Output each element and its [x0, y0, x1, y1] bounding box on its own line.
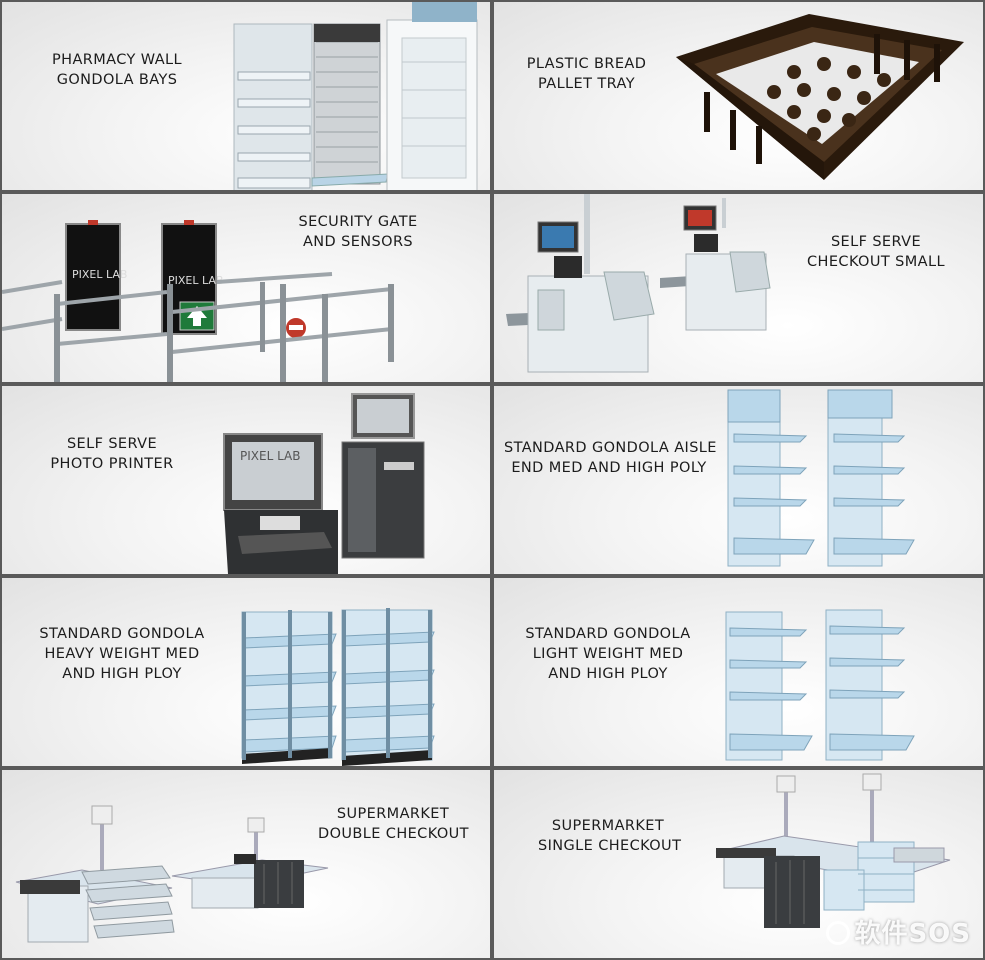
tile-label-line: STANDARD GONDOLA AISLE: [504, 440, 717, 456]
bread-tray-illustration: [676, 14, 964, 180]
gondola-heavy-illustration: [241, 608, 435, 766]
tile-single-checkout: SUPERMARKET SINGLE CHECKOUT 软件SOS: [494, 770, 983, 958]
tile-label-line: AND SENSORS: [302, 234, 414, 250]
tile-double-checkout: SUPERMARKET DOUBLE CHECKOUT: [2, 770, 490, 958]
tile-gondola-light: STANDARD GONDOLA LIGHT WEIGHT MED AND HI…: [494, 578, 983, 766]
tile-label-line: SELF SERVE: [830, 234, 922, 250]
double-checkout-illustration: [15, 805, 329, 943]
tile-label-line: PHARMACY WALL: [52, 52, 182, 68]
tile-gondola-aisle-end: STANDARD GONDOLA AISLE END MED AND HIGH …: [494, 386, 983, 574]
security-gate-illustration: PIXEL LAB PIXEL LAB: [2, 220, 394, 382]
printer-sign-text: PIXEL LAB: [240, 449, 300, 463]
watermark: 软件SOS: [826, 913, 971, 950]
tile-label-line: SECURITY GATE: [298, 214, 418, 230]
tile-label-line: PLASTIC BREAD: [526, 56, 647, 72]
tile-label-line: SUPERMARKET: [336, 806, 450, 822]
tile-label-line: SUPERMARKET: [551, 818, 665, 834]
tile-label: SUPERMARKET DOUBLE CHECKOUT: [318, 804, 469, 844]
tile-self-checkout-small: SELF SERVE CHECKOUT SMALL: [494, 194, 983, 382]
tile-label: PLASTIC BREAD PALLET TRAY: [514, 54, 659, 94]
watermark-text: 软件SOS: [854, 919, 971, 949]
tile-pharmacy-wall: PHARMACY WALL GONDOLA BAYS: [2, 2, 490, 190]
tile-label: PHARMACY WALL GONDOLA BAYS: [32, 50, 202, 90]
tile-label: SELF SERVE CHECKOUT SMALL: [806, 232, 946, 272]
tile-label: STANDARD GONDOLA HEAVY WEIGHT MED AND HI…: [32, 624, 212, 684]
single-checkout-illustration: [715, 773, 951, 928]
tile-label: SUPERMARKET SINGLE CHECKOUT: [538, 816, 682, 856]
tile-label-line: GONDOLA BAYS: [56, 72, 178, 88]
tile-label: STANDARD GONDOLA AISLE END MED AND HIGH …: [504, 438, 717, 478]
tile-label: STANDARD GONDOLA LIGHT WEIGHT MED AND HI…: [518, 624, 698, 684]
gondola-aisle-end-illustration: [727, 389, 915, 567]
tile-label-line: CHECKOUT SMALL: [807, 254, 945, 270]
tile-label-line: HEAVY WEIGHT MED: [44, 646, 200, 662]
tile-label-line: LIGHT WEIGHT MED: [532, 646, 684, 662]
tile-label-line: PHOTO PRINTER: [50, 456, 174, 472]
gondola-light-illustration: [725, 609, 915, 761]
tile-label-line: SELF SERVE: [66, 436, 158, 452]
tile-security-gate: PIXEL LAB PIXEL LAB SECURITY GATE: [2, 194, 490, 382]
tile-label: SECURITY GATE AND SENSORS: [288, 212, 428, 252]
tile-label-line: STANDARD GONDOLA: [39, 626, 205, 642]
pharmacy-wall-illustration: [233, 2, 478, 190]
tile-label-line: PALLET TRAY: [538, 76, 635, 92]
tile-label-line: END MED AND HIGH POLY: [511, 460, 707, 476]
photo-printer-illustration: PIXEL LAB: [223, 393, 425, 574]
tile-label-line: AND HIGH PLOY: [62, 666, 182, 682]
gate-sign-text: PIXEL LAB: [72, 268, 127, 281]
tile-label-line: SINGLE CHECKOUT: [538, 838, 682, 854]
tile-bread-tray: PLASTIC BREAD PALLET TRAY: [494, 2, 983, 190]
self-checkout-illustration: [506, 194, 771, 373]
watermark-ring-icon: [826, 921, 851, 945]
tile-label-line: AND HIGH PLOY: [548, 666, 668, 682]
tile-photo-printer: PIXEL LAB SELF SERVE PHOTO PRINTER: [2, 386, 490, 574]
tile-gondola-heavy: STANDARD GONDOLA HEAVY WEIGHT MED AND HI…: [2, 578, 490, 766]
gate-sign-text: PIXEL LAB: [168, 274, 223, 287]
tile-label-line: STANDARD GONDOLA: [525, 626, 691, 642]
tile-label: SELF SERVE PHOTO PRINTER: [42, 434, 182, 474]
tile-label-line: DOUBLE CHECKOUT: [318, 826, 469, 842]
